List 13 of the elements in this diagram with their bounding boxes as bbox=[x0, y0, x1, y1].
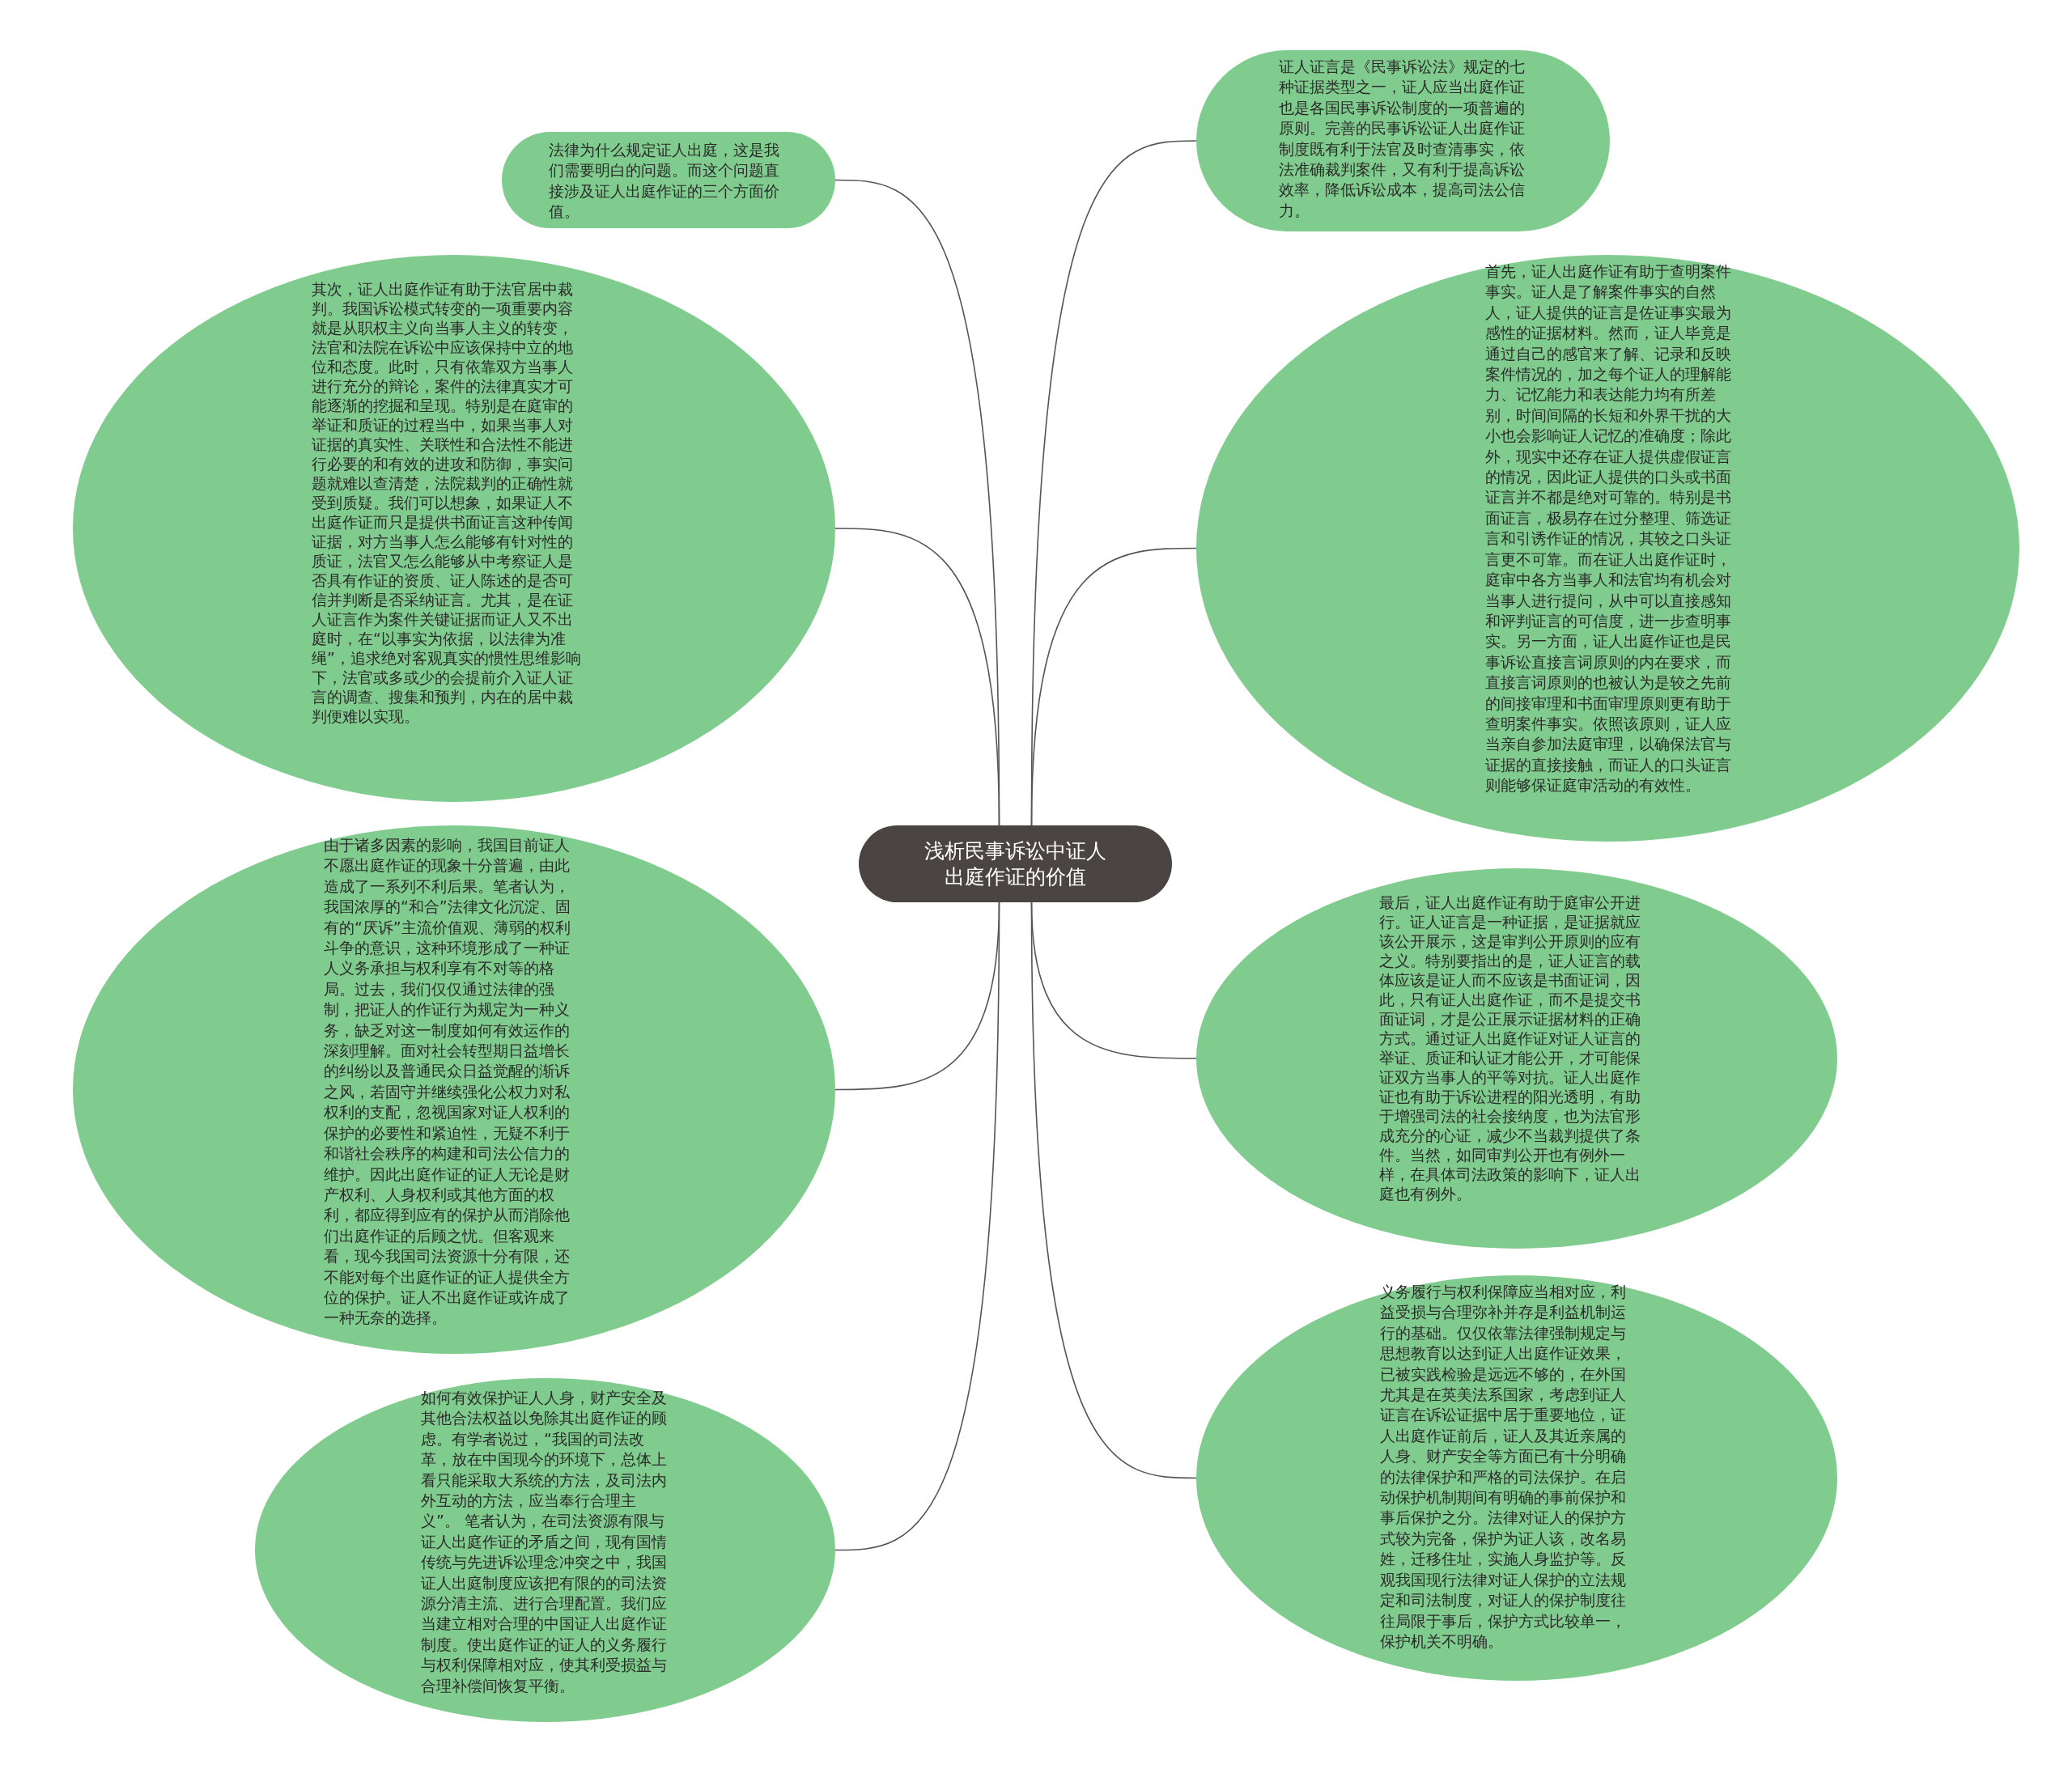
paragraph: 如何有效保护证人人身，财产安全及其他合法权益以免除其出庭作证的顾虑。有学者说过，“我国的司法改革，放在中国现今的环境下，总体上看只能采取大系统的方法，及司法内外互动的方法，应当奉行合理主义”。 笔者认为，在司法资源有限与证人出庭作证的矛盾之间，现有国情传统与先进诉讼理念冲突之中，我国证人出庭制度应该把有限的的司法资源分清主流、进行合理配置。我们应当建立相对合理的中国证人出庭作证制度。使出庭作证的证人的义务履行与权利保障相对应，使其利受损益与合理补偿间恢复平衡。 bbox=[421, 1388, 668, 1696]
paragraph: 义务履行与权利保障应当相对应，利益受损与合理弥补并存是利益机制运行的基础。仅仅依靠法律强制规定与思想教育以达到证人出庭作证效果，已被实践检验是远远不够的，在外国尤其是在英美法系国家，考虑到证人证言在诉讼证据中居于重要地位，证人出庭作证前后，证人及其近亲属的人身、财产安全等方面已有十分明确的法律保护和严格的司法保护。在启动保护机制期间有明确的事前保护和事后保护之分。法律对证人的保护方式较为完备，保护为证人该，改名易姓，迁移住址，实施人身监护等。反观我国现行法律对证人保护的立法规定和司法制度，对证人的保护制度往往局限于事后，保护方式比较单一，保护机关不明确。 bbox=[1380, 1282, 1627, 1652]
connector-line bbox=[834, 901, 1000, 1551]
paragraph: 首先，证人出庭作证有助于查明案件事实。证人是了解案件事实的自然人，证人提供的证言是佐证事实最为感性的证据材料。然而，证人毕竟是通过自己的感官来了解、记录和反映案件情况的，加之每个证人的理解能力、记忆能力和表达能力均有所差别，时间间隔的长短和外界干扰的大小也会影响证人记忆的准确度；除此外，现实中还存在证人提供虚假证言的情况，因此证人提供的口头或书面证言并不都是绝对可靠的。特别是书面证言，极易存在过分整理、筛选证言和引诱作证的情况，其较之口头证言更不可靠。而在证人出庭作证时，庭审中各方当事人和法官均有机会对当事人进行提问，从中可以直接感知和评判证言的可信度，进一步查明事实。另一方面，证人出庭作证也是民事诉讼直接言词原则的内在要求，而直接言词原则的也被认为是较之先前的间接审理和书面审理原则更有助于查明案件事实。依照该原则，证人应当亲自参加法庭审理，以确保法官与证据的直接接触，而证人的口头证言则能够保证庭审活动的有效性。 bbox=[1485, 261, 1732, 796]
connector-line bbox=[1030, 901, 1197, 1479]
paragraph: 证人证言是《民事诉讼法》规定的七种证据类型之一，证人应当出庭作证也是各国民事诉讼制度的一项普遍的原则。完善的民事诉讼证人出庭作证制度既有利于法官及时查清事实，依法准确裁判案件，又有利于提高诉讼效率，降低诉讼成本，提高司法公信力。 bbox=[1279, 57, 1526, 221]
paragraph: 法律为什么规定证人出庭，这是我们需要明白的问题。而这个问题直接涉及证人出庭作证的三个方面价值。 bbox=[549, 140, 780, 223]
paragraph: 由于诸多因素的影响，我国目前证人不愿出庭作证的现象十分普遍，由此造成了一系列不利后果。笔者认为，我国浓厚的“和合”法律文化沉淀、固有的“厌诉”主流价值观、薄弱的权利斗争的意识，这种环境形成了一种证人义务承担与权利享有不对等的格局。过去，我们仅仅通过法律的强制，把证人的作证行为规定为一种义务，缺乏对这一制度如何有效运作的深刻理解。面对社会转型期日益增长的纠纷以及普通民众日益觉醒的渐诉之风，若固守并继续强化公权力对私权利的支配，忽视国家对证人权利的保护的必要性和紧迫性，无疑不利于和谐社会秩序的构建和司法公信力的维护。因此出庭作证的证人无论是财产权利、人身权利或其他方面的权利，都应得到应有的保护从而消除他们出庭作证的后顾之忧。但客观来看，现今我国司法资源十分有限，还不能对每个出庭作证的证人提供全方位的保护。证人不出庭作证或许成了一种无奈的选择。 bbox=[324, 835, 571, 1329]
paragraph: 最后，证人出庭作证有助于庭审公开进行。证人证言是一种证据，是证据就应该公开展示，这是审判公开原则的应有之义。特别要指出的是，证人证言的载体应该是证人而不应该是书面证词，因此，只有证人出庭作证，而不是提交书面证词，才是公正展示证据材料的正确方式。通过证人出庭作证对证人证言的举证、质证和认证才能公开，才可能保证双方当事人的平等对抗。证人出庭作证也有助于诉讼进程的阳光透明，有助于增强司法的社会接纳度，也为法官形成充分的心证，减少不当裁判提供了条件。当然，如同审判公开也有例外一样，在具体司法政策的影响下，证人出庭也有例外。 bbox=[1379, 893, 1641, 1203]
paragraph: 其次，证人出庭作证有助于法官居中裁判。我国诉讼模式转变的一项重要内容就是从职权主义向当事人主义的转变，法官和法院在诉讼中应该保持中立的地位和态度。此时，只有依靠双方当事人进行充分的辩论，案件的法律真实才可能逐渐的挖掘和呈现。特别是在庭审的举证和质证的过程当中，如果当事人对证据的真实性、关联性和合法性不能进行必要的和有效的进攻和防御，事实问题就难以查清楚，法院裁判的正确性就受到质疑。我们可以想象，如果证人不出庭作证而只是提供书面证言这种传闻证据，对方当事人怎么能够有针对性的质证，法官又怎么能够从中考察证人是否具有作证的资质、证人陈述的是否可信并判断是否采纳证言。尤其，是在证人证言作为案件关键证据而证人又不出庭时，在“以事实为依据，以法律为准绳”，追求绝对客观真实的惯性思维影响下，法官或多或少的会提前介入证人证言的调查、搜集和预判，内在的居中裁判便难以实现。 bbox=[312, 279, 582, 726]
connector-line bbox=[834, 528, 1000, 826]
connector-line bbox=[1030, 547, 1197, 826]
topic-box: 浅析民事诉讼中证人出庭作证的价值 bbox=[859, 825, 1172, 902]
